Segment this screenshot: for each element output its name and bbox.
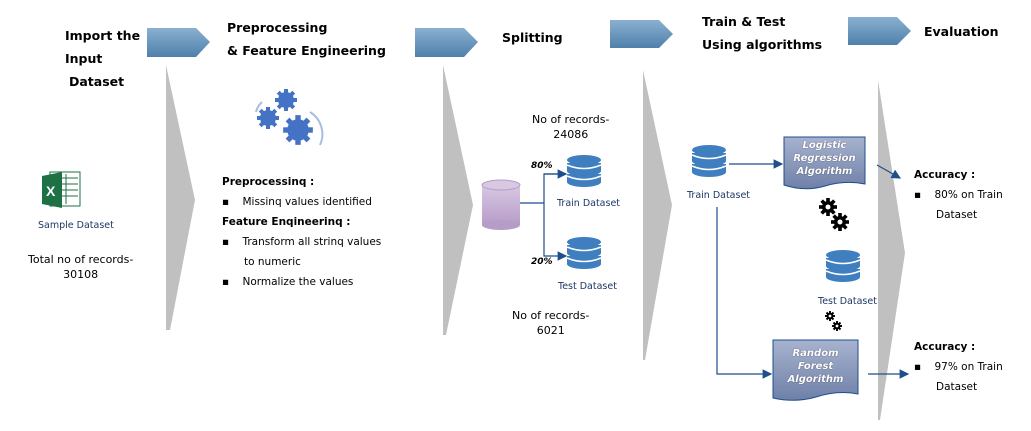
bullet-text: Normalize the values — [242, 276, 354, 288]
stage-chevron-4 — [878, 80, 905, 420]
excel-icon: X — [42, 171, 81, 208]
source-database-icon — [481, 179, 521, 230]
lr-accuracy: Accuracy : ▪ 80% on Train Dataset — [914, 165, 1003, 225]
rf-accuracy: Accuracy : ▪ 97% on Train Dataset — [914, 337, 1003, 397]
accuracy-cont: Dataset — [936, 209, 978, 221]
algo-line: Algorithm — [796, 166, 853, 177]
algo-line: Forest — [797, 361, 834, 372]
lr-box — [783, 136, 866, 190]
stage-title-import: Import the Input Dataset — [65, 24, 140, 93]
stage-title-train-test: Train & Test Using algorithms — [702, 10, 822, 56]
records-line: 24086 — [553, 128, 589, 141]
records-line: Total no of records- — [28, 253, 134, 266]
stage-chevron-1 — [166, 65, 195, 330]
algo-line: Algorithm — [787, 374, 844, 385]
bullet-text: Missinq values identified — [242, 196, 372, 208]
split-connector — [520, 173, 566, 256]
bullet-text-cont: to numeric — [244, 256, 301, 268]
train-records: No of records- 24086 — [532, 112, 609, 142]
test-dataset-label-stage4: Test Dataset — [818, 296, 877, 307]
gears-icon — [255, 89, 324, 146]
header-arrow-2 — [415, 28, 478, 57]
title-line: & Feature Engineering — [227, 43, 386, 58]
feature-heading: Feature Enqineerinq : — [222, 216, 351, 228]
bullet-item: ▪ Normalize the values — [222, 276, 354, 288]
train-dataset-label: Train Dataset — [557, 198, 621, 209]
records-line: No of records- — [512, 309, 590, 322]
accuracy-cont: Dataset — [936, 381, 978, 393]
bullet-item: ▪ Transform all strinq values — [222, 236, 382, 248]
algo-line: Logistic — [802, 140, 847, 151]
train-percent: 80% — [531, 161, 553, 171]
svg-text:X: X — [46, 183, 56, 199]
bullet-text: Transform all strinq values — [242, 236, 382, 248]
title-line: Dataset — [69, 74, 125, 89]
stage-title-preprocessing: Preprocessing & Feature Engineering — [227, 16, 386, 62]
random-forest-label: Random Forest Algorithm — [773, 347, 858, 386]
test-db-icon-stage4 — [825, 249, 861, 283]
stage-title-splitting: Splitting — [502, 30, 563, 45]
rf-box — [772, 339, 859, 401]
accuracy-value: 97% on Train — [934, 361, 1003, 373]
test-records: No of records- 6021 — [512, 308, 589, 338]
train-database-icon — [566, 154, 602, 188]
bullet-item: ▪ 97% on Train — [914, 361, 1003, 373]
bullet-item: ▪ Missinq values identified — [222, 196, 372, 208]
algo-line: Regression — [793, 153, 856, 164]
total-records: Total no of records- 30108 — [28, 252, 133, 282]
records-line: 6021 — [536, 324, 565, 337]
title-line: Input — [65, 51, 103, 66]
algo-line: Random — [792, 348, 839, 359]
preprocessing-heading: Preprocessinq : — [222, 176, 315, 188]
title-line: Preprocessing — [227, 20, 328, 35]
accuracy-value: 80% on Train — [934, 189, 1003, 201]
test-database-icon — [566, 236, 602, 270]
header-arrow-3 — [610, 20, 673, 48]
test-percent: 20% — [531, 257, 553, 267]
sample-dataset-label: Sample Dataset — [38, 220, 114, 231]
logistic-regression-label: Logistic Regression Algorithm — [784, 139, 865, 178]
accuracy-heading: Accuracy : — [914, 341, 976, 353]
train-db-icon-stage4 — [691, 144, 727, 178]
stage-title-evaluation: Evaluation — [924, 24, 999, 39]
small-black-gears-icon — [825, 311, 842, 331]
stage-chevron-3 — [643, 70, 672, 360]
header-arrow-1 — [147, 28, 210, 57]
black-gears-icon — [819, 198, 849, 231]
bullet-item: ▪ 80% on Train — [914, 189, 1003, 201]
preprocessing-notes: Preprocessinq : ▪ Missinq values identif… — [222, 172, 381, 292]
accuracy-heading: Accuracy : — [914, 169, 976, 181]
test-dataset-label: Test Dataset — [558, 281, 617, 292]
train-dataset-label-stage4: Train Dataset — [687, 190, 751, 201]
stage-chevron-2 — [443, 65, 473, 335]
title-line: Import the — [65, 28, 141, 43]
title-line: Using algorithms — [702, 37, 823, 52]
header-arrow-4 — [848, 17, 911, 45]
records-line: 30108 — [63, 268, 99, 281]
title-line: Train & Test — [702, 14, 786, 29]
records-line: No of records- — [532, 113, 610, 126]
